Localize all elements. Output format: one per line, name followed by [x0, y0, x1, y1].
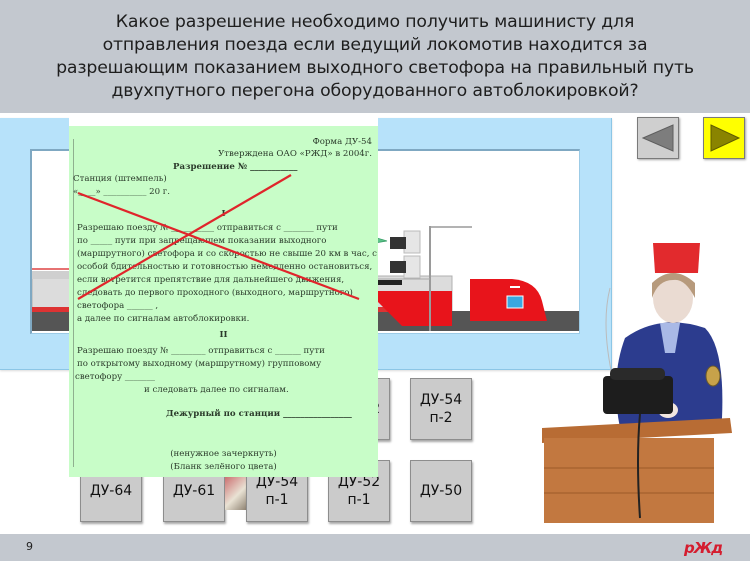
- triangle-right-icon: [710, 124, 741, 152]
- section-2-line: Разрешаю поезду № ________ отправиться с…: [77, 346, 325, 356]
- section-1-line: (маршрутного) светофора и со скоростью н…: [77, 249, 377, 259]
- section-2-number: II: [219, 330, 228, 340]
- decorative-photo-fragment: [225, 470, 247, 510]
- section-1-line: следовать до первого проходного (выходно…: [77, 288, 353, 298]
- section-1-line: светофора ______ ,: [77, 301, 159, 311]
- question-text: Какое разрешение необходимо получить маш…: [56, 11, 694, 101]
- form-name: Форма ДУ-54: [312, 137, 372, 147]
- choice-sublabel: п-1: [265, 492, 289, 508]
- section-1-line: особой бдительностью и готовностью немед…: [77, 262, 373, 272]
- section-2-line: и следовать далее по сигналам.: [144, 385, 289, 395]
- choice-label: ДУ-64: [89, 483, 133, 499]
- choice-sublabel: п-1: [347, 492, 371, 508]
- station-operator-illustration: [542, 243, 732, 523]
- form-station: Станция (штемпель): [73, 174, 167, 184]
- choice-label: ДУ-54: [255, 474, 299, 490]
- page-number: 9: [26, 540, 33, 553]
- section-1-line: Разрешаю поезду № __________ отправиться…: [77, 223, 338, 233]
- note-blank-color: (Бланк зелёного цвета): [170, 462, 277, 472]
- header-bar: Какое разрешение необходимо получить маш…: [0, 0, 750, 113]
- form-date: «____» __________ 20 г.: [73, 187, 171, 197]
- form-du-54-document: Форма ДУ-54 Утверждена ОАО «РЖД» в 2004г…: [69, 115, 378, 477]
- choice-label: ДУ-61: [172, 483, 216, 499]
- section-1-line: а далее по сигналам автоблокировки.: [77, 314, 250, 324]
- triangle-left-icon: [641, 124, 674, 152]
- next-slide-button[interactable]: [703, 117, 745, 159]
- section-1-line: по _____ пути при запрещающем показании …: [77, 236, 327, 246]
- section-2-line: светофору _______: [75, 372, 155, 382]
- choice-du-54-p2[interactable]: ДУ-54 п-2: [410, 378, 472, 440]
- form-title: Разрешение № ___________: [173, 162, 298, 172]
- previous-slide-button[interactable]: [637, 117, 679, 159]
- duty-officer-signature: Дежурный по станции ________________: [166, 409, 352, 419]
- note-strike-through: (ненужное зачеркнуть): [170, 449, 277, 459]
- document-top-strip: [69, 115, 378, 126]
- section-2-line: по открытому выходному (маршрутному) гру…: [77, 359, 322, 369]
- rzd-logo: рЖд: [684, 539, 723, 557]
- section-1-line: если встретится препятствие для дальнейш…: [77, 275, 345, 285]
- choice-label: ДУ-52: [337, 474, 381, 490]
- red-cross-mark-icon: [77, 174, 360, 301]
- choice-label: ДУ-54: [419, 392, 463, 408]
- choice-label: ДУ-50: [419, 483, 463, 499]
- form-approved: Утверждена ОАО «РЖД» в 2004г.: [218, 149, 372, 159]
- choice-du-50[interactable]: ДУ-50: [410, 460, 472, 522]
- document-left-rule: [73, 139, 74, 467]
- choice-sublabel: п-2: [429, 410, 453, 426]
- footer-bar: 9 рЖд: [0, 534, 750, 561]
